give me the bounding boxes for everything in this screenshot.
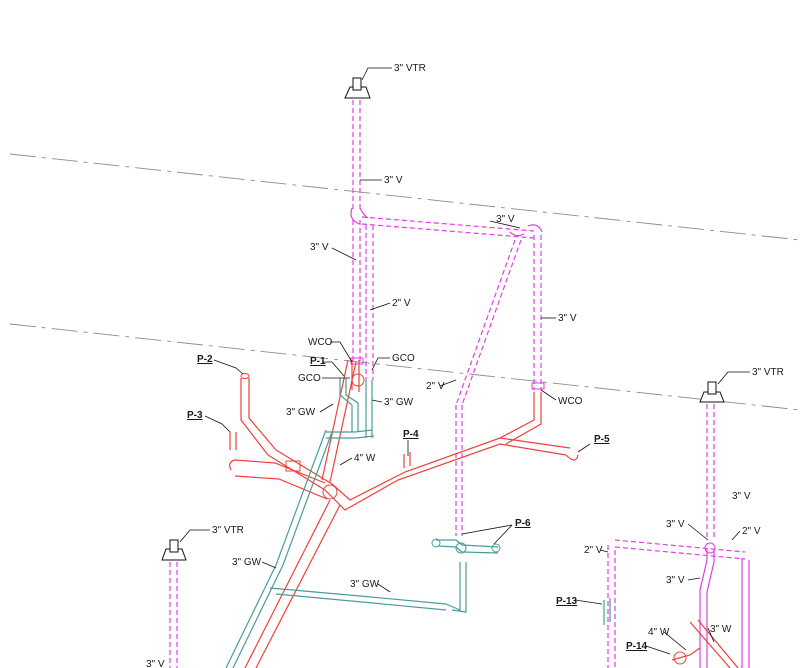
vent-right-stack bbox=[607, 404, 750, 668]
fixture-tags: P-1 P-2 P-3 P-4 P-5 P-6 P-13 P-14 bbox=[187, 354, 648, 652]
tag-p2: P-2 bbox=[197, 354, 213, 365]
label-v-r-2in-left: 2" V bbox=[584, 545, 603, 556]
vent-main-stack bbox=[350, 100, 545, 536]
vtr-top-cap bbox=[344, 77, 371, 99]
waste-right bbox=[671, 619, 739, 668]
label-v-top: 3" V bbox=[384, 175, 403, 186]
label-v-left-riser: 3" V bbox=[310, 242, 329, 253]
vtr-right-cap bbox=[699, 381, 725, 403]
label-gw-left: 3" GW bbox=[286, 407, 316, 418]
tag-p13: P-13 bbox=[556, 596, 578, 607]
label-v-r-a: 3" V bbox=[666, 519, 685, 530]
label-wco-left: WCO bbox=[308, 337, 333, 348]
tag-p6: P-6 bbox=[515, 518, 531, 529]
label-w-r-3in: 3" W bbox=[710, 624, 732, 635]
roof-line-lower bbox=[9, 323, 800, 411]
label-v-2in-diag: 2" V bbox=[426, 381, 445, 392]
waste-piping bbox=[229, 359, 579, 668]
roof-line-upper bbox=[9, 153, 800, 241]
label-v-bottom-left: 3" V bbox=[146, 659, 165, 668]
tag-p4: P-4 bbox=[403, 429, 419, 440]
label-v-r-riser: 3" V bbox=[732, 491, 751, 502]
vtr-left-cap bbox=[161, 539, 187, 561]
label-vtr-top: 3" VTR bbox=[394, 63, 426, 74]
label-vtr-left: 3" VTR bbox=[212, 525, 244, 536]
label-v-r-b: 3" V bbox=[666, 575, 685, 586]
label-wco-right: WCO bbox=[558, 396, 583, 407]
grey-water-piping bbox=[225, 378, 611, 668]
vent-left-stack bbox=[169, 562, 178, 668]
label-gco-left: GCO bbox=[298, 373, 321, 384]
label-gw-bottom: 3" GW bbox=[350, 579, 380, 590]
tag-p1: P-1 bbox=[310, 356, 326, 367]
leader-lines bbox=[179, 67, 750, 655]
label-gw-lower-left: 3" GW bbox=[232, 557, 262, 568]
label-gw-right: 3" GW bbox=[384, 397, 414, 408]
pipe-labels: 3" VTR 3" VTR 3" VTR 3" V 3" V 3" V 2" V… bbox=[146, 63, 784, 668]
label-v-upper-right: 3" V bbox=[496, 214, 515, 225]
label-gco-right: GCO bbox=[392, 353, 415, 364]
tag-p14: P-14 bbox=[626, 641, 648, 652]
label-v-r-2in-right: 2" V bbox=[742, 526, 761, 537]
label-v-right-riser: 3" V bbox=[558, 313, 577, 324]
label-w-r-4in: 4" W bbox=[648, 627, 670, 638]
tag-p5: P-5 bbox=[594, 434, 610, 445]
label-vtr-right: 3" VTR bbox=[752, 367, 784, 378]
label-w-4in: 4" W bbox=[354, 453, 376, 464]
tag-p3: P-3 bbox=[187, 410, 203, 421]
label-v-2in-center: 2" V bbox=[392, 298, 411, 309]
